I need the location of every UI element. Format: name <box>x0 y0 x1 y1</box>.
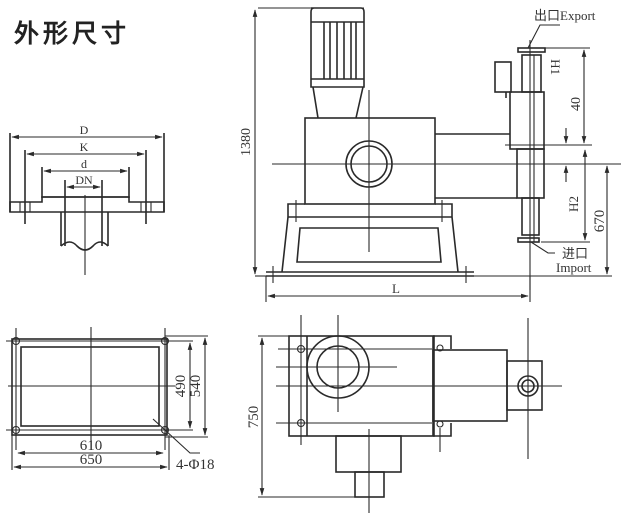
flange-view: D K d DN <box>9 123 165 275</box>
dim-540: 540 <box>188 375 204 398</box>
label-dn: DN <box>75 173 93 187</box>
label-d-outer: D <box>80 123 89 137</box>
dim-610: 610 <box>80 438 103 454</box>
label-d-face: d <box>81 157 87 171</box>
dim-750: 750 <box>246 406 262 429</box>
label-k: K <box>80 140 89 154</box>
inlet-label-cn: 进口 <box>562 246 588 261</box>
front-view: 1380 L H1 40 H2 670 出口Export 进口 Import <box>239 7 621 302</box>
base-plan-view: 610 650 490 540 4-Φ18 <box>6 327 214 473</box>
bolt-holes-label: 4-Φ18 <box>176 457 214 473</box>
outlet-label: 出口Export <box>534 8 596 23</box>
dim-1380: 1380 <box>239 128 254 156</box>
dim-650: 650 <box>80 452 103 468</box>
dim-l: L <box>392 281 400 296</box>
dim-h2: H2 <box>566 196 581 212</box>
page-title: 外形尺寸 <box>14 19 131 48</box>
top-view: 750 <box>246 315 562 513</box>
dim-490: 490 <box>173 375 189 398</box>
dim-h1: H1 <box>548 59 563 75</box>
inlet-label-en: Import <box>556 260 592 275</box>
dim-670: 670 <box>592 210 608 233</box>
dim-40: 40 <box>569 97 584 111</box>
